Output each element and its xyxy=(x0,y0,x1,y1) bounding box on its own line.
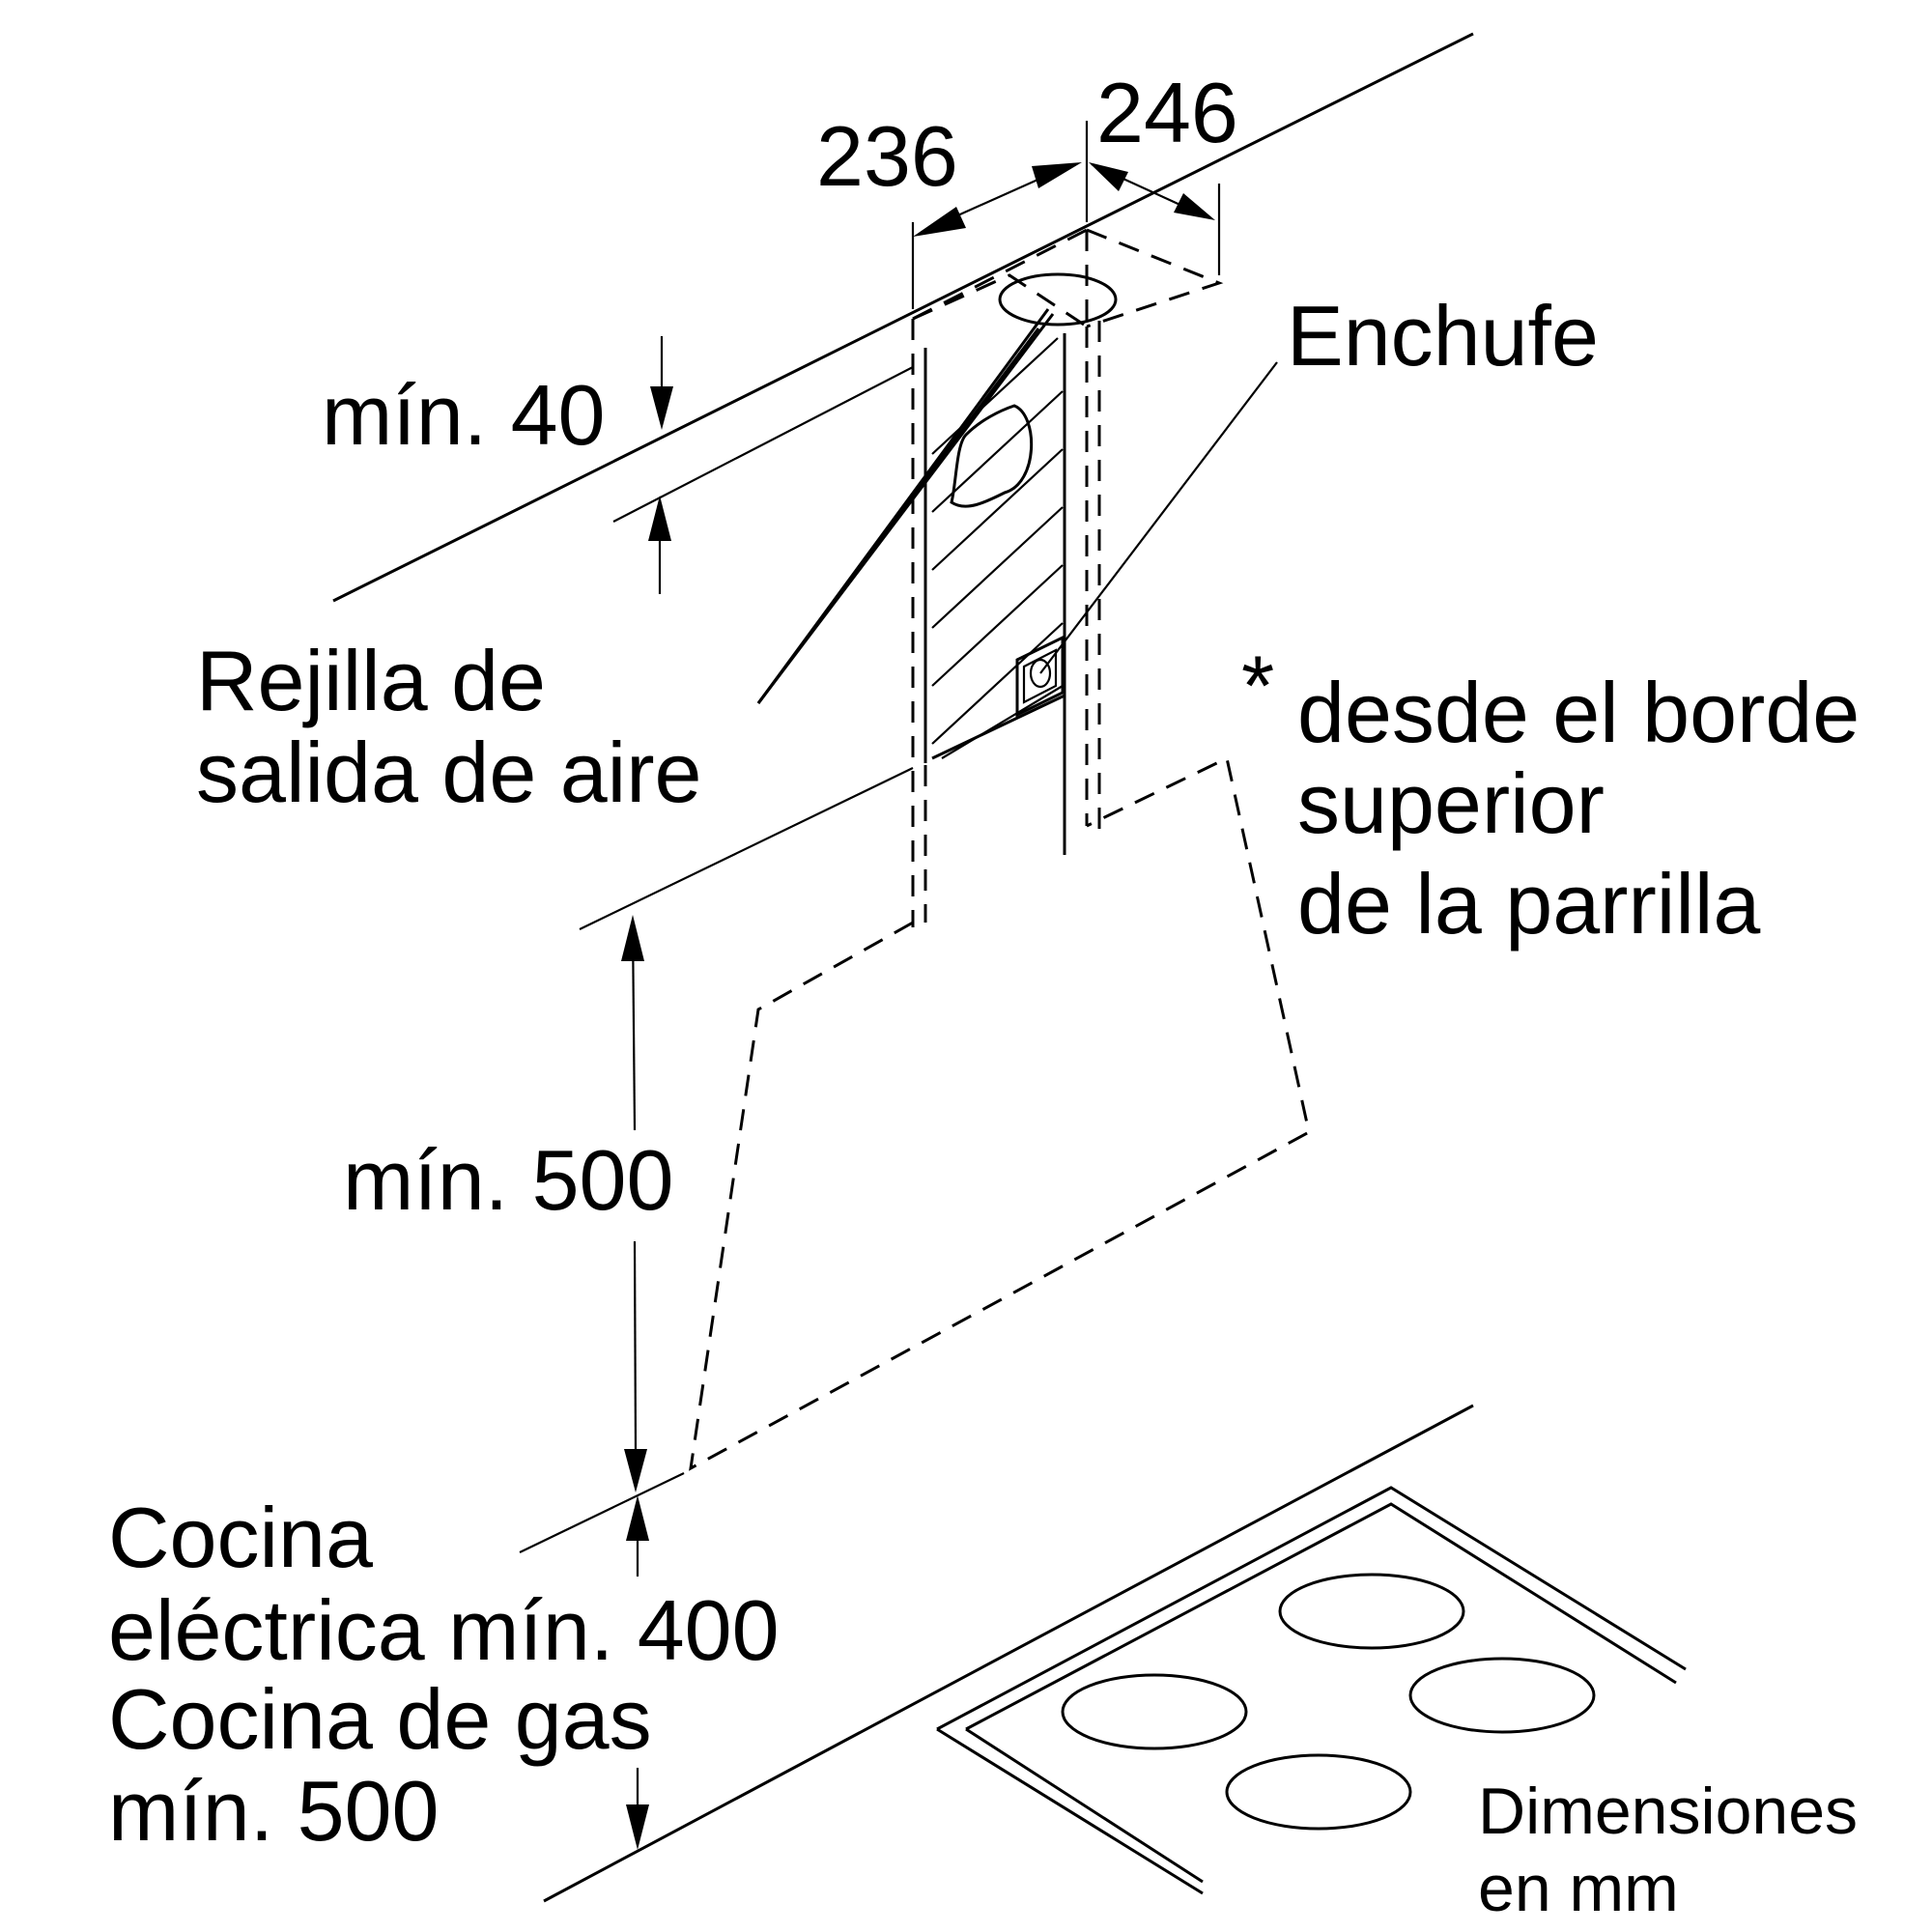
cocina-line2: eléctrica mín. 400 xyxy=(108,1582,780,1678)
dimension-min-40 xyxy=(612,336,914,594)
cocina-line3: Cocina de gas xyxy=(108,1671,652,1767)
burner-4 xyxy=(1225,1753,1412,1831)
dim-min-40-label: mín. 40 xyxy=(322,367,605,463)
hood-outline xyxy=(689,755,1311,1471)
enchufe-label: Enchufe xyxy=(1287,288,1599,384)
dimension-cocina xyxy=(519,1472,685,1850)
cocina-line1: Cocina xyxy=(108,1490,373,1585)
dim-min-500-label: mín. 500 xyxy=(343,1132,673,1228)
chimney-body xyxy=(911,319,1101,927)
rejilla-label-line2: salida de aire xyxy=(196,724,701,820)
chimney-top-outline xyxy=(912,228,1224,328)
burner-1 xyxy=(1278,1573,1465,1650)
dimension-236 xyxy=(911,121,1089,309)
units-line2: en mm xyxy=(1478,1852,1679,1925)
note-star: * xyxy=(1241,638,1274,733)
note-line3: de la parrilla xyxy=(1297,856,1760,952)
ceiling-line xyxy=(332,32,1474,603)
air-outlet-grille xyxy=(756,308,1055,704)
dimension-246 xyxy=(1089,162,1221,275)
dim-246-label: 246 xyxy=(1096,65,1238,160)
socket-icon xyxy=(1015,635,1065,718)
dim-236-label: 236 xyxy=(816,108,958,204)
duct-opening xyxy=(998,272,1118,327)
burner-3 xyxy=(1408,1657,1596,1734)
cocina-line4: mín. 500 xyxy=(108,1763,439,1859)
units-line1: Dimensiones xyxy=(1478,1775,1858,1848)
rejilla-label-line1: Rejilla de xyxy=(196,633,546,728)
dimension-min-500 xyxy=(579,767,914,1492)
note-line1: desde el borde xyxy=(1297,665,1860,760)
hatched-area xyxy=(931,337,1065,760)
burner-2 xyxy=(1061,1673,1248,1750)
note-line2: superior xyxy=(1297,755,1605,851)
cooktop xyxy=(543,1404,1687,1903)
enchufe-leader xyxy=(1039,361,1278,674)
